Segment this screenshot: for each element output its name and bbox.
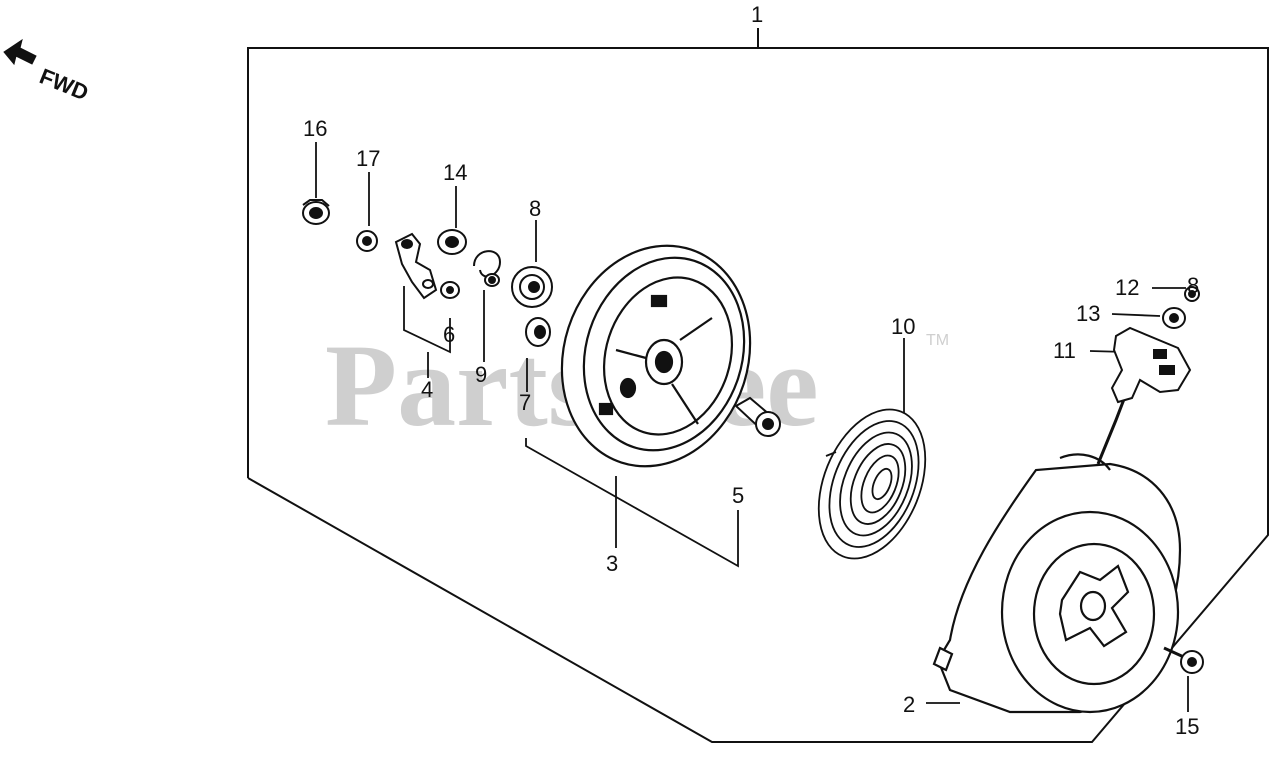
callout-11: 11 xyxy=(1053,338,1076,363)
callout-16: 16 xyxy=(303,116,327,141)
callout-8: 8 xyxy=(529,196,541,221)
callout-10: 10 xyxy=(891,314,915,339)
assembly-outline xyxy=(247,28,1269,743)
part-12-rope-knot xyxy=(1184,286,1200,302)
part-4-ratchet-pawl xyxy=(394,232,438,300)
callout-15: 15 xyxy=(1175,714,1199,739)
part-16-nut xyxy=(302,199,330,225)
part-6-pawl-pin xyxy=(440,281,460,299)
callout-3: 3 xyxy=(606,551,618,576)
part-8-friction-plate xyxy=(511,266,553,308)
part-11-starter-grip xyxy=(1110,326,1192,404)
part-15-flange-bolt xyxy=(1163,646,1204,674)
callout-1: 1 xyxy=(751,2,763,27)
callout-14: 14 xyxy=(443,160,467,185)
callout-17: 17 xyxy=(356,146,380,171)
part-14-collar xyxy=(437,229,467,255)
forward-direction-indicator: FWD xyxy=(3,38,92,105)
leader-lines xyxy=(315,142,1189,712)
forward-arrow-icon xyxy=(3,38,37,66)
part-7-collar xyxy=(525,317,551,347)
part-2-starter-case xyxy=(932,453,1182,714)
part-13-grip-insert xyxy=(1162,307,1186,329)
part-3-reel-pulley xyxy=(560,244,752,468)
watermark-trademark: TM xyxy=(926,332,949,349)
callout-8-grip: 8 xyxy=(1187,273,1199,298)
callout-labels: 1 2 3 4 5 6 7 8 8 9 10 11 12 13 14 15 16… xyxy=(303,2,1199,739)
callout-12: 12 xyxy=(1115,275,1139,300)
part-17-washer xyxy=(356,230,378,252)
callout-9: 9 xyxy=(475,362,487,387)
callout-4: 4 xyxy=(421,377,433,402)
callout-2: 2 xyxy=(903,692,915,717)
part-9-return-spring xyxy=(473,250,502,287)
starter-rope xyxy=(1096,393,1128,465)
callout-6: 6 xyxy=(443,322,455,347)
callout-13: 13 xyxy=(1076,301,1100,326)
part-5-collar xyxy=(734,396,781,437)
part-10-recoil-spring xyxy=(817,408,927,560)
forward-label: FWD xyxy=(36,63,92,105)
callout-5: 5 xyxy=(732,483,744,508)
callout-7: 7 xyxy=(519,390,531,415)
